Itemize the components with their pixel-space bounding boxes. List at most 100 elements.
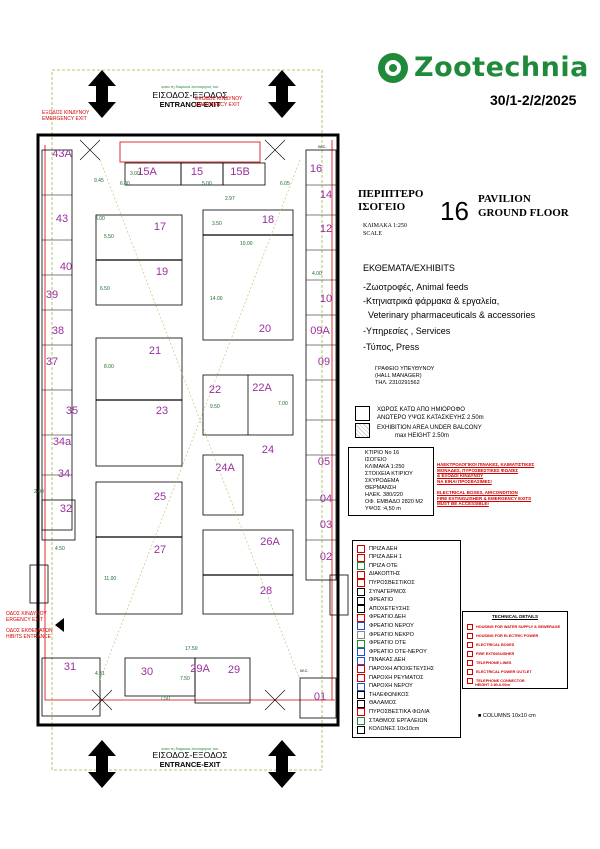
block-24A <box>202 454 244 516</box>
event-dates: 30/1-2/2/2025 <box>490 92 577 108</box>
dimension-label: 7.50 <box>160 696 170 702</box>
technical-details: TECHNICAL DETAILS HOUSING FOR WATER SUPP… <box>462 611 568 689</box>
floor-plan: κατα τη διαρκεια λειτουργιας του ΕΙΣΟΔΟΣ… <box>6 69 349 788</box>
balcony-english: EXHIBITION AREA UNDER BALCONY max HEIGHT… <box>377 424 482 440</box>
exhibits-entrance-en: HIBITS ENTRANCE <box>6 634 52 640</box>
columns-note: ■ COLUMNS 10x10 cm <box>478 713 536 719</box>
building-line: ΚΤΙΡΙΟ No 16 <box>365 450 400 456</box>
office-line2: (HALL MANAGER) <box>375 373 422 379</box>
stand-label-25: 25 <box>154 491 166 503</box>
technical-row: TELEPHONE LINES <box>467 660 511 666</box>
legend-label: ΘΑΛΑΜΟΣ <box>369 700 397 707</box>
wc-top: W.C. <box>318 144 327 149</box>
legend-label: ΠΑΡΟΧΗ ΡΕΥΜΑΤΟΣ <box>369 674 424 681</box>
building-line: ΙΣΟΓΕΙΟ <box>365 457 387 463</box>
stairs-right <box>329 574 349 616</box>
stand-label-34: 34 <box>58 468 70 480</box>
stand-label-32: 32 <box>60 503 72 515</box>
legend-row: ΤΗΛΕΦΩΝΙΚΟΣ <box>357 691 409 700</box>
legend-symbol-icon <box>357 682 365 691</box>
legend-row: ΠΥΡΟΣΒΕΣΤΙΚΑ ΦΩΛΙΑ <box>357 708 430 717</box>
building-line: ΣΚΥΡΟΔΕΜΑ <box>365 478 400 484</box>
accessibility-warning: ΗΛΕΚΤΡΟΛΟΓΙΚΟΙ ΠΙΝΑΚΕΣ, ΚΛΙΜΑΤΙΣΤΙΚΕΣ ΜΟ… <box>437 462 567 507</box>
legend-row: ΑΠΟΧΕΤΕΥΣΗΣ <box>357 605 410 614</box>
legend-label: ΠΑΡΟΧΗ ΝΕΡΟΥ <box>369 683 413 690</box>
legend-symbol-icon <box>357 708 365 717</box>
stand-label-22A: 22A <box>252 382 272 394</box>
legend-row: ΦΡΕΑΤΙΟ ΟΤΕ <box>357 639 406 648</box>
legend-symbol-icon <box>357 656 365 665</box>
right-column <box>305 149 337 581</box>
legend-row: ΣΥΝΑΓΕΡΜΟΣ <box>357 588 406 596</box>
exhibit-item: -Κτηνιατρικά φάρμακα & εργαλεία, <box>363 296 500 306</box>
legend-label: ΚΟΛΩΝΕΣ 10x10cm <box>369 726 420 733</box>
legend-row: ΦΡΕΑΤΙΟ ΝΕΚΡΟ <box>357 631 414 639</box>
legend-label: ΠΡΙΖΑ ΔΕΗ 1 <box>369 554 403 561</box>
legend-symbol-icon <box>357 588 365 596</box>
stand-label-27: 27 <box>154 544 166 556</box>
technical-label: TELEPHONE LINES <box>476 660 512 665</box>
legend-row: ΠΑΡΟΧΗ ΡΕΥΜΑΤΟΣ <box>357 674 424 682</box>
legend-label: ΦΡΕΑΤΙΟ ΝΕΡΟΥ <box>369 622 414 629</box>
exhibit-item: Veterinary pharmaceuticals & accessories <box>368 310 536 320</box>
entrance-en-top: ENTRANCE-EXIT <box>160 100 221 109</box>
legend-symbol-icon <box>357 579 365 588</box>
stand-label-38: 38 <box>52 325 64 337</box>
stand-label-12: 12 <box>320 223 332 235</box>
stand-label-20: 20 <box>259 323 271 335</box>
legend-label: ΑΠΟΧΕΤΕΥΣΗΣ <box>369 605 410 612</box>
main-wall <box>36 133 340 727</box>
technical-symbol-icon <box>467 642 473 648</box>
stand-label-23: 23 <box>156 405 168 417</box>
legend-symbol-icon <box>357 699 365 708</box>
stand-label-22: 22 <box>209 384 221 396</box>
legend-row: ΘΑΛΑΜΟΣ <box>357 699 397 708</box>
dimension-label: 2.97 <box>225 196 235 202</box>
scale-gr: ΚΛΙΜΑΚΑ 1:250 <box>363 223 407 229</box>
dimension-label: 3.50 <box>212 221 222 227</box>
legend-symbol-icon <box>357 717 365 725</box>
legend-symbol-icon <box>357 665 365 674</box>
dimension-label: 4.50 <box>55 546 65 552</box>
legend-label: ΣΥΝΑΓΕΡΜΟΣ <box>369 588 407 595</box>
legend-label: ΦΡΕΑΤΙΟ <box>369 597 394 604</box>
dimension-label: 7.00 <box>278 401 288 407</box>
legend-symbol-icon <box>357 613 365 622</box>
stand-label-04: 04 <box>320 493 332 505</box>
stand-label-14: 14 <box>320 189 332 201</box>
balcony-en1: EXHIBITION AREA UNDER BALCONY <box>377 425 482 431</box>
legend-label: ΠΡΙΖΑ ΔΕΗ <box>369 545 398 552</box>
stand-label-09A: 09A <box>310 325 330 337</box>
warning-line: MUST BE ACCESSIBLE! <box>437 501 489 506</box>
exhibits-entrance-gr: ΟΔΟΣ ΕΚΘΕΜΑΤΩΝ <box>6 628 53 634</box>
technical-row: ELECTRICAL BOXES <box>467 642 514 648</box>
stand-31-box <box>41 657 101 717</box>
technical-symbol-icon <box>467 651 473 657</box>
block-21-23 <box>95 337 183 467</box>
dimension-label: 7.50 <box>180 676 190 682</box>
stand-label-35: 35 <box>66 405 78 417</box>
exhibit-item: -Ζωοτροφές, Animal feeds <box>363 282 469 292</box>
stand-label-24: 24 <box>262 444 274 456</box>
stand-label-37: 37 <box>46 356 58 368</box>
technical-row: FIRE EXTINGUISHER <box>467 651 514 657</box>
pavilion-en-line2: GROUND FLOOR <box>478 207 569 219</box>
legend-row: ΠΑΡΟΧΗ ΑΠΟΧΕΤΕΥΣΗΣ <box>357 665 434 674</box>
technical-row: HOUSING FOR ELECTRIC POWER <box>467 633 538 639</box>
warning-line: ΗΛΕΚΤΡΟΛΟΓΙΚΟΙ ΠΙΝΑΚΕΣ, ΚΛΙΜΑΤΙΣΤΙΚΕΣ <box>437 462 535 467</box>
stand-label-43: 43 <box>56 213 68 225</box>
emergency-gr-left: ΕΞΟΔΟΣ ΚΙΝΔΥΝΟΥ <box>42 110 90 116</box>
stand-32-box <box>41 499 76 541</box>
dimension-label: 3.00 <box>130 171 140 177</box>
stand-15B-box <box>222 162 266 186</box>
dimension-label: 5.50 <box>104 234 114 240</box>
stand-label-34a: 34a <box>53 436 72 448</box>
balcony-en2: max HEIGHT 2.50m <box>395 433 449 439</box>
emergency-gr-right: ΕΞΟΔΟΣ ΚΙΝΔΥΝΟΥ <box>195 96 243 102</box>
legend-symbol-icon <box>357 605 365 614</box>
stand-label-24A: 24A <box>215 462 235 474</box>
legend-label: ΦΡΕΑΤΙΟ ΟΤΕ <box>369 640 406 647</box>
brand-name: Zootechnia <box>414 52 589 83</box>
